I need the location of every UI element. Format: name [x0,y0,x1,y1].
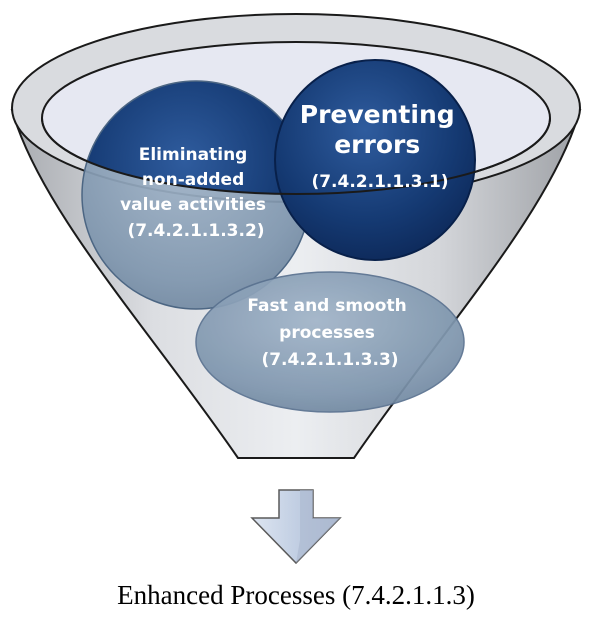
preventing-line-2: errors [334,130,420,159]
preventing-label: Preventing errors (7.4.2.1.1.3.1) [300,100,460,192]
fast-line-1: Fast and smooth [247,296,406,316]
eliminating-line-1: Eliminating [139,145,248,165]
bubble-eliminating [81,80,311,310]
fast-label: Fast and smooth processes (7.4.2.1.1.3.3… [247,296,412,370]
bubble-preventing [274,59,476,261]
eliminating-line-3: value activities [120,195,266,215]
funnel-rim-front [41,117,551,195]
eliminating-line-4: (7.4.2.1.1.3.2) [127,221,264,241]
preventing-line-1: Preventing [300,100,455,129]
fast-line-3: (7.4.2.1.1.3.3) [261,350,398,370]
bubble-fast [195,271,465,413]
eliminating-line-2: non-added [142,170,244,190]
fast-line-2: processes [279,323,375,343]
preventing-line-3: (7.4.2.1.1.3.1) [311,172,448,192]
diagram-caption: Enhanced Processes (7.4.2.1.1.3) [117,580,475,610]
down-arrow-shade [296,490,340,563]
eliminating-label: Eliminating non-added value activities (… [120,145,272,241]
